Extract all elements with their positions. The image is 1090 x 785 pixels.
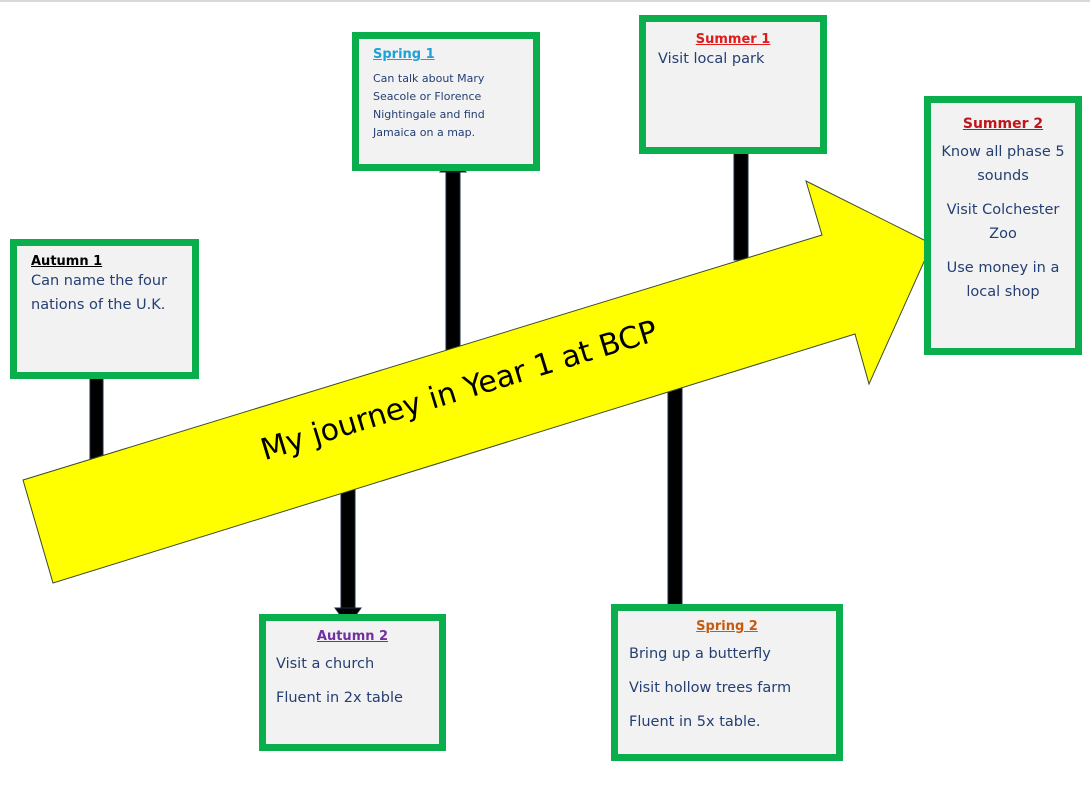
box-autumn-2: Autumn 2 Visit a church Fluent in 2x tab… [259,614,446,751]
journey-arrow [22,180,933,584]
heading-summer-1: Summer 1 [695,32,771,47]
heading-spring-1: Spring 1 [373,47,435,62]
item-summer-2: Know all phase 5 sounds [941,144,1065,184]
heading-spring-2: Spring 2 [696,619,758,634]
box-autumn-1: Autumn 1 Can name the four nations of th… [10,239,199,379]
connector-autumn2 [334,487,362,627]
top-border [0,0,1090,2]
item-autumn-2: Visit a church [276,656,375,672]
heading-autumn-1: Autumn 1 [31,254,103,269]
item-spring-2: Bring up a butterfly [629,646,771,662]
connector-spring1 [438,156,468,353]
item-spring-2: Visit hollow trees farm [629,680,792,696]
item-autumn-1: Can name the four nations of the U.K. [31,273,168,313]
item-summer-2: Visit Colchester Zoo [946,202,1060,242]
box-summer-1: Summer 1 Visit local park [639,15,827,154]
box-summer-2: Summer 2 Know all phase 5 sounds Visit C… [924,96,1082,355]
item-summer-2: Use money in a local shop [946,260,1060,300]
connector-spring2 [660,385,690,623]
item-spring-1: Can talk about Mary Seacole or Florence … [373,72,485,139]
box-spring-1: Spring 1 Can talk about Mary Seacole or … [352,32,540,171]
item-autumn-2: Fluent in 2x table [276,690,403,706]
box-spring-2: Spring 2 Bring up a butterfly Visit holl… [611,604,843,761]
heading-summer-2: Summer 2 [962,116,1044,132]
item-summer-1: Visit local park [658,51,765,67]
item-spring-2: Fluent in 5x table. [629,714,761,730]
heading-autumn-2: Autumn 2 [316,629,389,644]
